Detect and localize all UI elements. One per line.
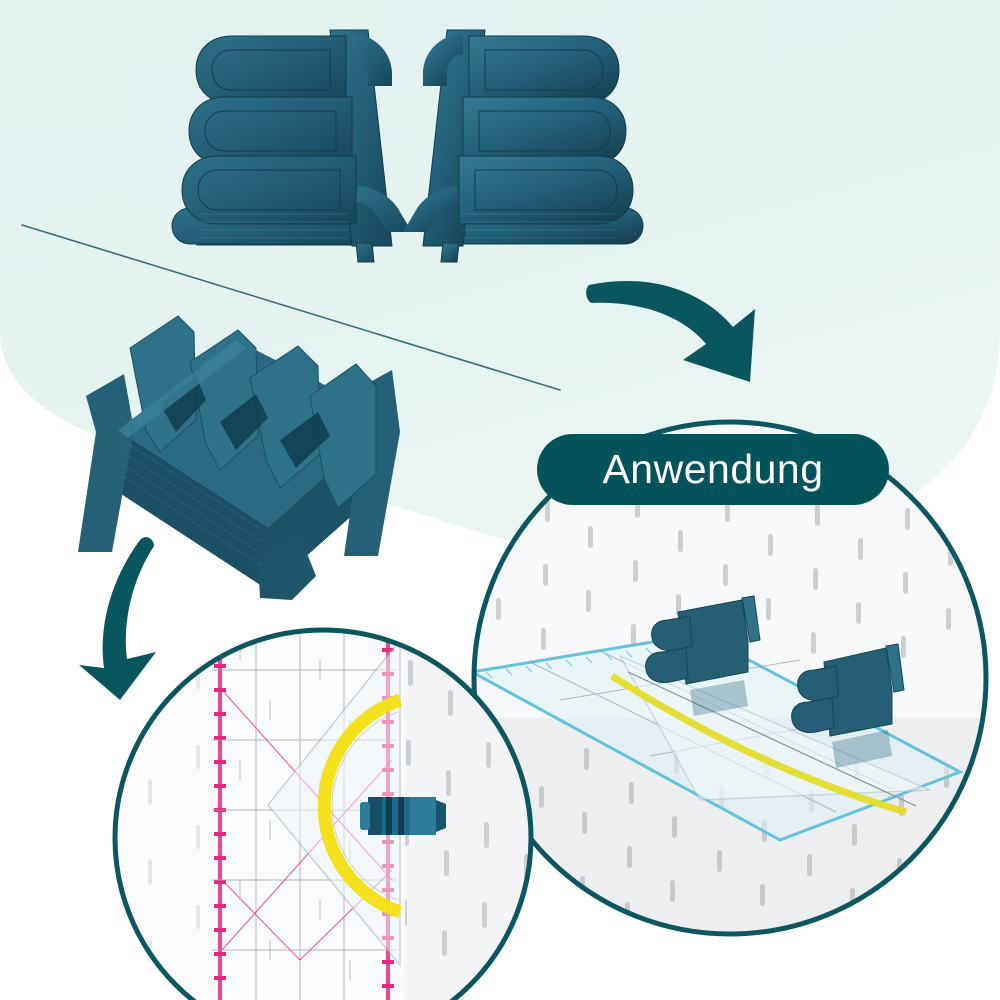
clip-left-in-photo	[645, 595, 761, 685]
clip-right-in-photo	[791, 643, 905, 737]
arrow-top-right-icon	[586, 280, 755, 382]
thin-diagonal-line	[21, 224, 561, 391]
anwendung-badge: Anwendung	[537, 434, 889, 505]
geometry-triangle	[610, 654, 931, 816]
application-closeup-circle-outline	[112, 627, 534, 1000]
application-overview-circle-outline	[471, 419, 989, 937]
geometry-triangle-closeup	[266, 637, 403, 968]
anwendung-badge-label: Anwendung	[602, 446, 824, 492]
arrow-bottom-left-icon	[79, 537, 156, 700]
clip-in-closeup	[360, 797, 446, 835]
